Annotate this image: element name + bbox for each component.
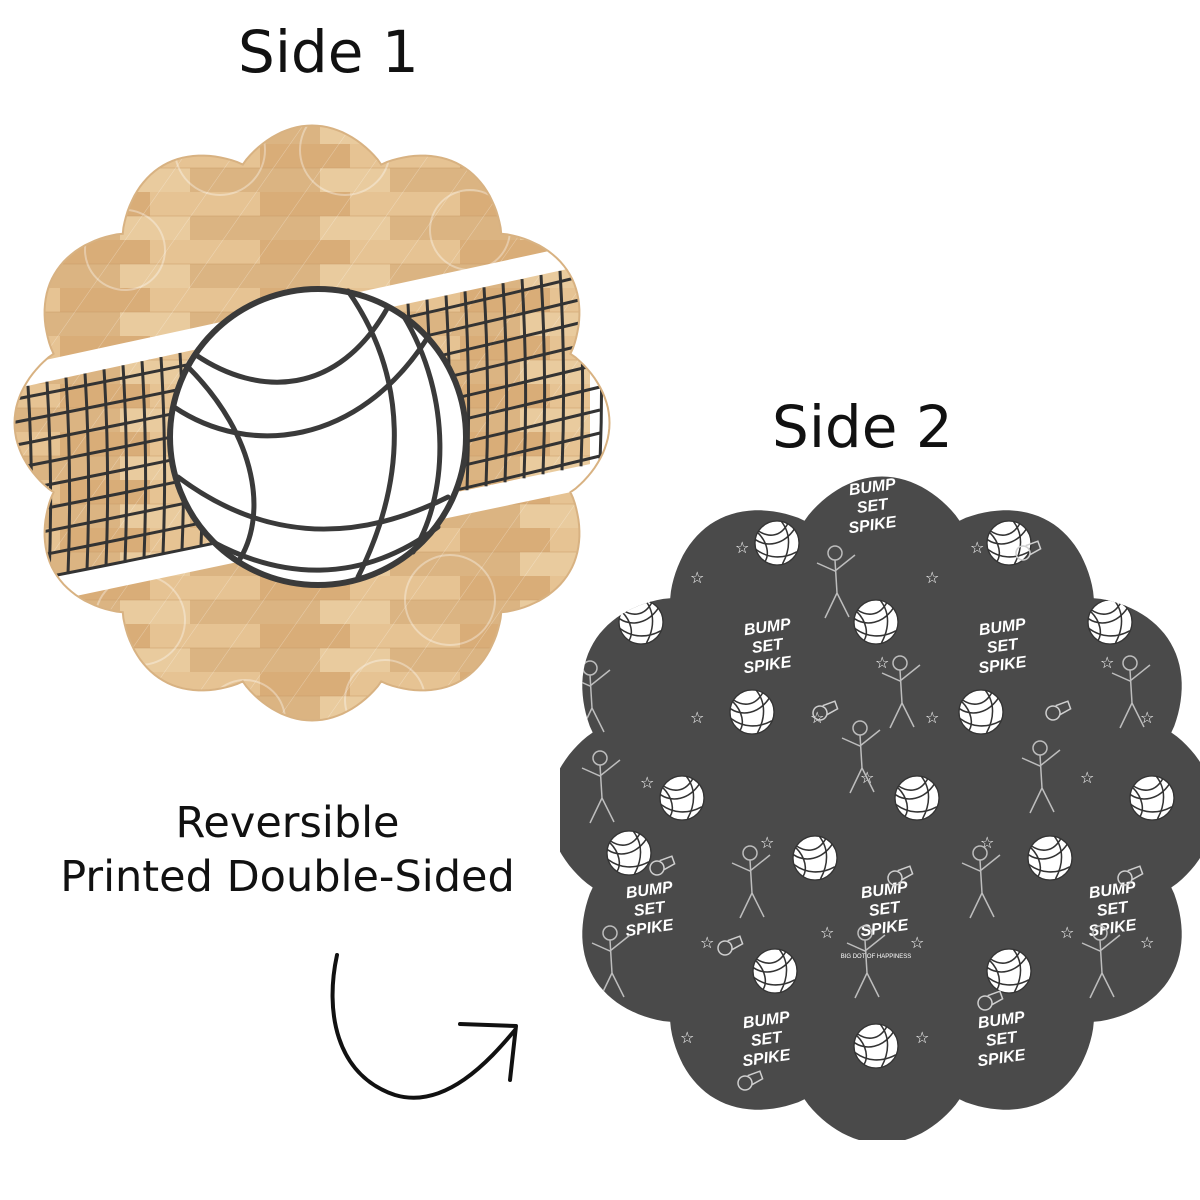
volleyball-icon	[958, 689, 1004, 735]
slogan-word: SET	[750, 1029, 784, 1050]
whistle-icon	[977, 990, 1004, 1011]
volleyball-icon	[986, 520, 1032, 566]
side-2-coaster: BUMPSETSPIKEBUMPSETSPIKEBUMPSETSPIKEBUMP…	[560, 476, 1200, 1140]
star-icon: ☆	[1130, 1028, 1144, 1047]
player-icon	[816, 545, 856, 619]
volleyball-icon	[792, 835, 838, 881]
star-icon: ☆	[980, 833, 994, 852]
volleyball-icon	[1027, 835, 1073, 881]
volleyball-icon	[853, 1023, 899, 1069]
side-1-label: Side 1	[238, 18, 419, 86]
slogan-word: SET	[1096, 899, 1130, 920]
star-icon: ☆	[1140, 933, 1154, 952]
star-icon: ☆	[735, 538, 749, 557]
whistle-icon	[1045, 700, 1072, 721]
volleyball-icon	[986, 948, 1032, 994]
player-icon	[881, 655, 921, 729]
star-icon: ☆	[925, 708, 939, 727]
side-1-coaster	[13, 124, 611, 722]
slogan-word: SET	[751, 636, 785, 657]
star-icon: ☆	[690, 708, 704, 727]
player-icon	[1021, 740, 1061, 814]
star-icon: ☆	[1140, 708, 1154, 727]
star-icon: ☆	[915, 1028, 929, 1047]
slogan-word: SET	[633, 899, 667, 920]
star-icon: ☆	[810, 708, 824, 727]
volleyball-icon	[894, 775, 940, 821]
slogan-word: SPIKE	[741, 1047, 792, 1071]
caption-line-1: Reversible	[175, 798, 400, 848]
volleyball-icon	[729, 689, 775, 735]
slogan-word: BUMP	[977, 1009, 1026, 1032]
whistle-icon	[1015, 540, 1042, 561]
slogan-word: SPIKE	[1087, 917, 1138, 941]
star-icon: ☆	[910, 933, 924, 952]
volleyball-icon	[606, 830, 652, 876]
player-icon	[846, 925, 886, 999]
star-icon: ☆	[690, 568, 704, 587]
curved-arrow-icon	[330, 953, 518, 1100]
star-icon: ☆	[1080, 768, 1094, 787]
slogan-word: SET	[985, 1029, 1019, 1050]
caption-line-2: Printed Double-Sided	[60, 852, 515, 902]
slogan-word: SET	[868, 899, 902, 920]
volleyball-icon	[752, 948, 798, 994]
star-icon: ☆	[925, 568, 939, 587]
slogan-word: BUMP	[742, 1009, 791, 1032]
volleyball-icon	[1129, 775, 1175, 821]
slogan-word: BUMP	[978, 616, 1027, 639]
side-2-label: Side 2	[772, 393, 953, 461]
slogan-word: SET	[986, 636, 1020, 657]
star-icon: ☆	[875, 653, 889, 672]
star-icon: ☆	[1060, 923, 1074, 942]
star-icon: ☆	[1100, 653, 1114, 672]
star-icon: ☆	[760, 833, 774, 852]
player-icon	[581, 750, 621, 824]
player-icon	[731, 845, 771, 919]
whistle-icon	[737, 1070, 764, 1091]
slogan-word: BUMP	[848, 476, 897, 499]
volleyball-icon	[167, 286, 469, 588]
volleyball-icon	[1087, 599, 1133, 645]
volleyball-icon	[659, 775, 705, 821]
whistle-icon	[717, 935, 744, 956]
slogan-word: SET	[856, 496, 890, 517]
slogan-word: SPIKE	[742, 654, 793, 678]
slogan-word: BUMP	[625, 879, 674, 902]
slogan-word: SPIKE	[624, 917, 675, 941]
star-icon: ☆	[640, 773, 654, 792]
whistle-icon	[887, 865, 914, 886]
slogan-word: SPIKE	[976, 1047, 1027, 1071]
whistle-icon	[812, 700, 839, 721]
slogan-word: BUMP	[743, 616, 792, 639]
maker-text: BIG DOT OF HAPPINESS	[841, 954, 912, 960]
star-icon: ☆	[700, 933, 714, 952]
player-icon	[1111, 655, 1151, 729]
caption: Reversible Printed Double-Sided	[0, 796, 575, 904]
player-icon	[1081, 925, 1121, 999]
whistle-icon	[1117, 865, 1144, 886]
volleyball-icon	[618, 599, 664, 645]
player-icon	[841, 720, 881, 794]
slogan-word: SPIKE	[847, 514, 898, 538]
star-icon: ☆	[970, 538, 984, 557]
volleyball-icon	[853, 599, 899, 645]
star-icon: ☆	[680, 1028, 694, 1047]
player-icon	[961, 845, 1001, 919]
volleyball-icon	[754, 520, 800, 566]
slogan-word: SPIKE	[977, 654, 1028, 678]
player-icon	[591, 925, 631, 999]
whistle-icon	[649, 855, 676, 876]
whistle-icon	[749, 480, 776, 501]
star-icon: ☆	[820, 923, 834, 942]
